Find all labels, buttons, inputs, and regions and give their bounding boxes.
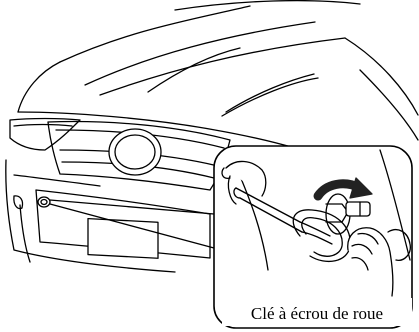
hood-vent-1 (148, 48, 240, 92)
hood-vent-2b (222, 78, 318, 116)
fender-right-inner (360, 70, 418, 140)
bumper-crease (14, 175, 100, 186)
headlight-left-detail (14, 125, 72, 127)
fender-right (345, 38, 418, 115)
tow-hook-cover (38, 197, 50, 207)
emblem-outer (109, 129, 161, 175)
hood-crease-1 (85, 22, 315, 85)
license-plate (88, 219, 158, 259)
fender-left (18, 62, 60, 112)
hood-crease-2 (100, 38, 345, 95)
headlight-left (10, 119, 80, 151)
fog-light-left (14, 196, 23, 209)
callout-label: Clé à écrou de roue (251, 304, 383, 323)
hood-top-edge (175, 1, 360, 10)
